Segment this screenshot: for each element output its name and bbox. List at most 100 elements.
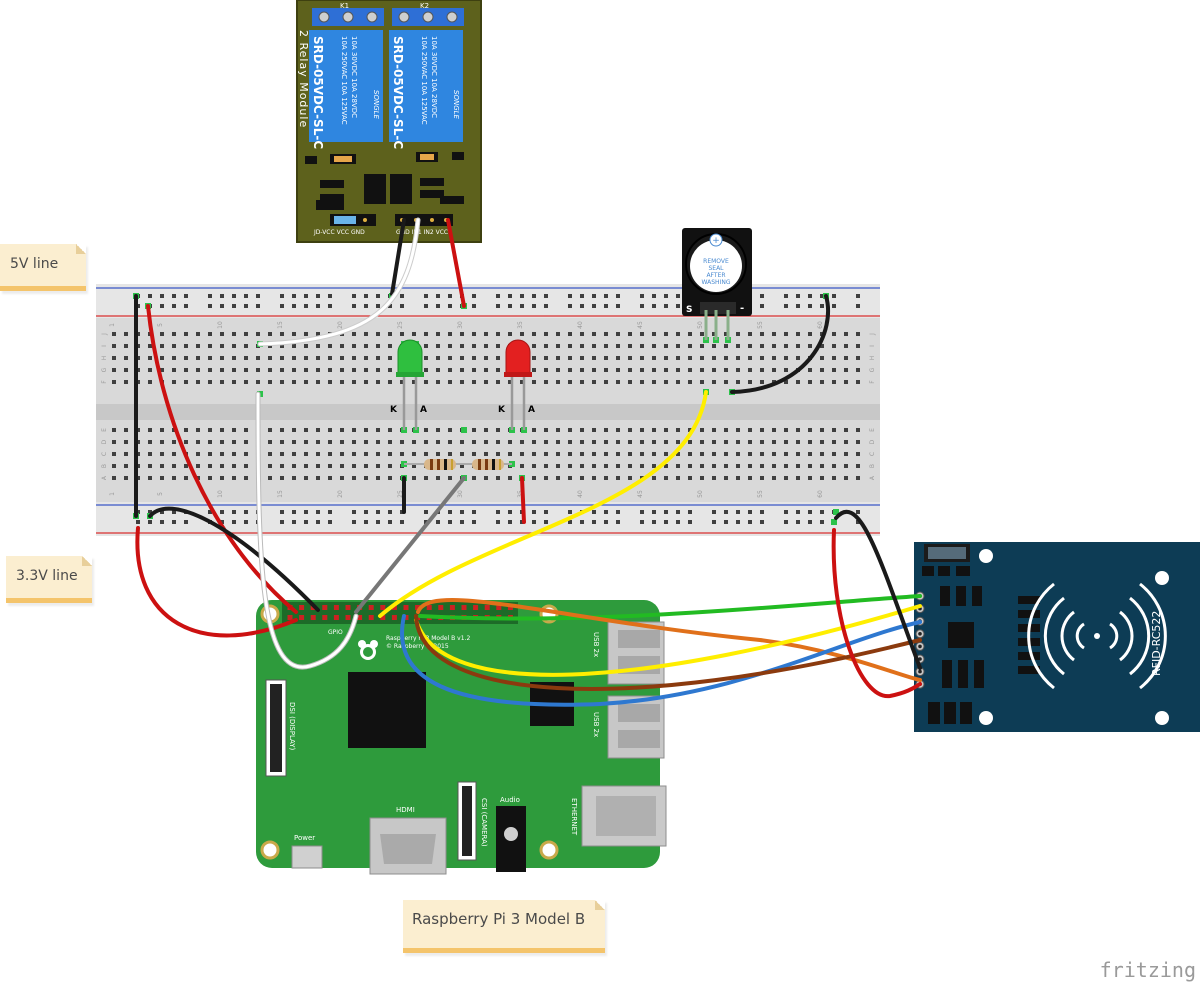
wire-buzzer-gnd [730, 294, 831, 394]
breadboard-col-number: 1 [109, 492, 116, 496]
breadboard-row-letter: I [101, 345, 108, 347]
breadboard-col-number: 45 [637, 490, 644, 498]
breadboard-row-letter: J [101, 333, 108, 336]
breadboard-row-letter: F [869, 380, 876, 384]
rfid-label: RFID-RC522 [1150, 611, 1163, 676]
relay-1-rating-2: 10A 30VDC 10A 28VDC [350, 36, 358, 118]
pi-hdmi-label: HDMI [396, 806, 415, 814]
pi-gpio-header [282, 602, 518, 624]
breadboard-col-number: 25 [397, 490, 404, 498]
pi-csi-label: CSI (CAMERA) [480, 798, 488, 847]
breadboard-row-letter: I [869, 345, 876, 347]
breadboard-col-number: 10 [217, 321, 224, 329]
breadboard-col-number: 20 [337, 321, 344, 329]
pi-usb-2-label: USB 2x [592, 712, 600, 737]
fritzing-brand: fritzing [1099, 958, 1196, 982]
breadboard-row-letter: G [101, 367, 108, 372]
breadboard-row-letter: J [869, 333, 876, 336]
breadboard-col-number: 50 [697, 321, 704, 329]
wire-rfid-yellow [414, 604, 922, 677]
pi-cpu [348, 672, 426, 748]
buzzer-sticker-line-4: WASHING [702, 279, 731, 286]
breadboard-col-number: 55 [757, 490, 764, 498]
relay-k2-label: K2 [420, 2, 429, 10]
breadboard-col-number: 30 [457, 490, 464, 498]
note-3v3-line: 3.3V line [6, 556, 92, 603]
wire-led-red-vcc [520, 476, 526, 524]
breadboard-col-number: 5 [157, 323, 164, 327]
resistors [404, 459, 512, 470]
relay-1-maker: SONGLE [372, 90, 380, 120]
breadboard-col-number: 5 [157, 492, 164, 496]
breadboard-row-letter: H [101, 356, 108, 361]
pi-gpio-label: GPIO [328, 629, 343, 636]
relay-1 [309, 30, 383, 142]
wire-3v3-red [135, 526, 298, 638]
breadboard-row-letter: B [101, 464, 108, 468]
relay-2 [389, 30, 463, 142]
led-red: K A [498, 339, 535, 430]
buzzer-module: + REMOVE SEAL AFTER WASHING S - [682, 228, 752, 340]
wire-relay-vcc [446, 218, 466, 308]
note-5v-line: 5V line [0, 244, 86, 291]
breadboard-row-letter: C [869, 452, 876, 456]
relay-2-rating-2: 10A 30VDC 10A 28VDC [430, 36, 438, 118]
raspberry-pi: GPIO Raspberry Pi 3 Model B v1.2 © Raspb… [256, 600, 667, 875]
led-red-a-label: A [528, 405, 535, 415]
breadboard-col-number: 15 [277, 490, 284, 498]
breadboard-col-number: 50 [697, 490, 704, 498]
buzzer-pin-minus-label: - [740, 303, 744, 314]
breadboard: 1155101015152020252530303535404045455050… [96, 284, 880, 536]
breadboard-col-number: 40 [577, 321, 584, 329]
wire-white-pi-core [256, 392, 358, 669]
led-green-k-label: K [390, 405, 398, 415]
pi-ethernet-label: ETHERNET [570, 798, 578, 836]
wire-rfid-blue [400, 614, 922, 707]
relay-2-rating-1: 10A 250VAC 10A 125VAC [420, 36, 428, 125]
buzzer-plus-sign: + [712, 236, 720, 246]
breadboard-col-number: 40 [577, 490, 584, 498]
wires [134, 217, 922, 707]
relay-2-model: SRD-05VDC-SL-C [391, 36, 405, 149]
relay-title: 2 Relay Module [297, 30, 310, 128]
breadboard-row-letter: D [869, 439, 876, 444]
pi-power-label: Power [294, 834, 315, 842]
led-green-a-label: A [420, 405, 427, 415]
breadboard-col-number: 15 [277, 321, 284, 329]
breadboard-col-number: 60 [817, 321, 824, 329]
wire-buzzer-signal [378, 390, 708, 618]
buzzer-sticker-line-1: REMOVE [703, 258, 729, 265]
pi-board [256, 600, 660, 868]
breadboard-row-letter: A [869, 475, 876, 480]
wire-rfid-red [831, 528, 922, 699]
breadboard-col-number: 35 [517, 321, 524, 329]
buzzer-sticker [690, 240, 742, 292]
breadboard-col-number: 55 [757, 321, 764, 329]
pi-title-line-2: © Raspberry Pi 2015 [386, 643, 449, 650]
relay-k1-label: K1 [340, 2, 349, 10]
wire-rfid-brown [414, 614, 922, 691]
relay-1-model: SRD-05VDC-SL-C [311, 36, 325, 149]
relay-header-label: GND IN1 IN2 VCC [396, 229, 448, 236]
top-power-rail [96, 284, 880, 318]
wire-rfid-black [834, 509, 922, 670]
breadboard-col-number: 30 [457, 321, 464, 329]
breadboard-row-letter: B [869, 464, 876, 468]
relay-jumper-label: JD-VCC VCC GND [313, 229, 365, 236]
led-red-k-label: K [498, 405, 506, 415]
breadboard-col-number: 20 [337, 490, 344, 498]
wire-relay-gnd [390, 218, 406, 296]
led-green: K A [390, 339, 427, 430]
breadboard-row-letter: E [869, 428, 876, 432]
breadboard-col-number: 45 [637, 321, 644, 329]
note-pi-model: Raspberry Pi 3 Model B [403, 900, 605, 953]
wire-rfid-orange [416, 598, 922, 682]
pi-audio-label: Audio [500, 796, 520, 804]
pi-usb-1-label: USB 2x [592, 632, 600, 657]
raspberry-logo-icon [358, 640, 378, 660]
breadboard-row-letter: F [101, 380, 108, 384]
buzzer-pin-s-label: S [686, 305, 692, 315]
breadboard-row-letter: E [101, 428, 108, 432]
pi-power-port [291, 845, 323, 869]
